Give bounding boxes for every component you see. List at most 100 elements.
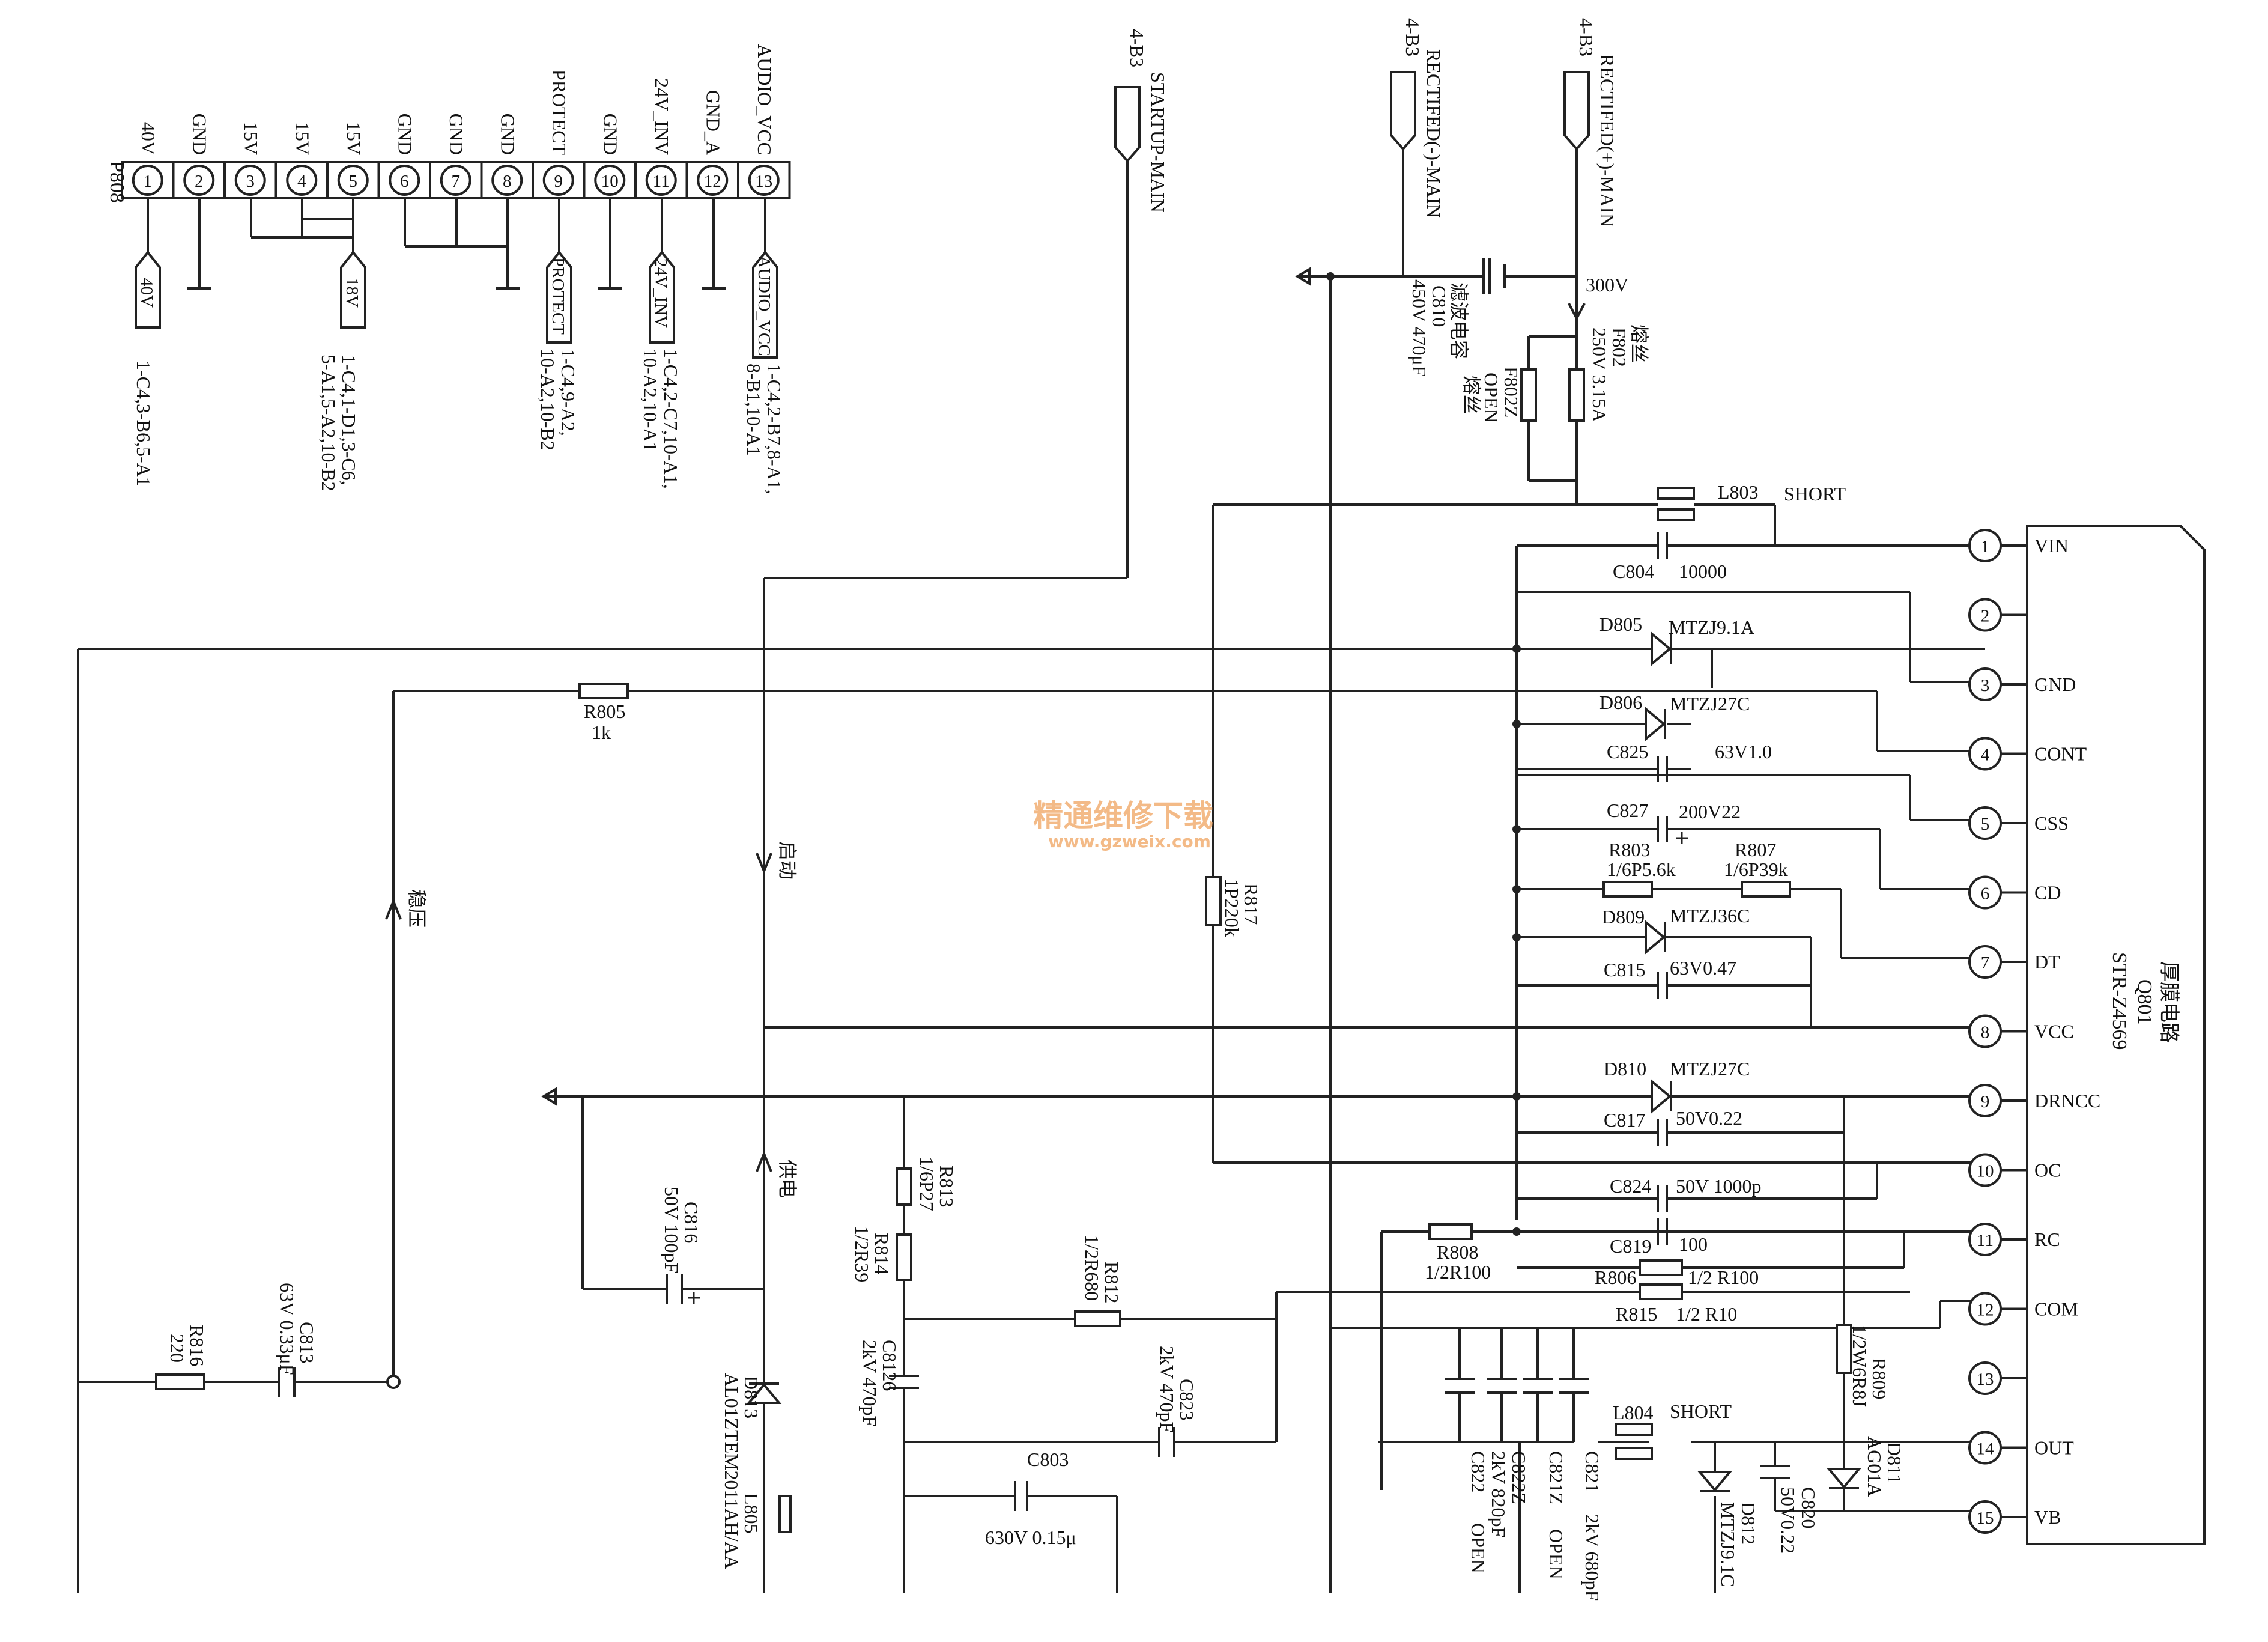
- tag-18v-refs: 1-C4,1-D1,3-C6,: [338, 354, 360, 485]
- component-symbols: [155, 272, 1862, 1533]
- ic-pin-number: 9: [1981, 1092, 1990, 1111]
- ic-pin-name: VCC: [2034, 1021, 2074, 1042]
- connector-pin-number: 5: [349, 172, 358, 191]
- ic-pin-circle: [1968, 598, 2002, 632]
- d806-ref: D806: [1599, 692, 1642, 713]
- wiring: [77, 149, 1985, 1593]
- d812-ref: D812: [1738, 1502, 1759, 1545]
- tag-24v-inv-refs2: 10-A2,10-A1: [640, 348, 661, 452]
- r816-value: 220: [166, 1334, 188, 1363]
- connector-pin-circle: [234, 165, 266, 196]
- connector-pin-number: 11: [653, 172, 670, 191]
- ic-pin-circle: [1968, 1223, 2002, 1256]
- watermark: 精通维修下载 www.gzweix.com: [1033, 798, 1213, 851]
- c815-value: 63V0.47: [1670, 957, 1736, 979]
- ic-pin-circle: [1968, 1361, 2002, 1395]
- ic-pin-circle: [1968, 806, 2002, 840]
- ic-pin-name: VIN: [2034, 535, 2069, 556]
- connector-pin-name: PROTECT: [548, 70, 570, 156]
- d813-ref: D813: [741, 1376, 762, 1419]
- connector-pin-circle: [542, 165, 574, 196]
- d810-ref: D810: [1604, 1058, 1646, 1080]
- note-startup: 启动: [777, 841, 798, 880]
- r817-ref: R817: [1240, 883, 1262, 925]
- connector-pin-name: GND: [497, 114, 518, 155]
- ic-q801-label: 厚膜电路 Q801 STR-Z4569: [2108, 952, 2180, 1050]
- r809-value: 1/2W6R8J: [1849, 1325, 1870, 1407]
- connector-pin-number: 8: [503, 172, 512, 191]
- connector-pin-number: 1: [144, 172, 153, 191]
- connector-pin-name: 24V_INV: [651, 78, 673, 155]
- connector-wiring: [147, 198, 766, 290]
- ic-pin-circle: [1968, 1084, 2002, 1117]
- input-rect-neg-name: RECTIFED(-)-MAIN: [1423, 49, 1445, 218]
- l803-ref: L803: [1718, 481, 1759, 503]
- watermark-url: www.gzweix.com: [1048, 832, 1211, 851]
- connector-pin-number: 4: [297, 172, 306, 191]
- tag-protect: PROTECT: [548, 257, 568, 335]
- connector-pin-number: 3: [246, 172, 255, 191]
- r803-ref: R803: [1609, 839, 1650, 860]
- c8126-ref: C8126: [879, 1340, 900, 1391]
- connector-pin-name: GND: [599, 114, 621, 155]
- input-rect-neg-grid: 4-B3: [1402, 18, 1424, 56]
- ic-pin-number: 4: [1981, 746, 1990, 765]
- c816-value: 50V 100pF: [661, 1187, 682, 1273]
- ic-pin-circle: [1968, 1431, 2002, 1465]
- input-tags: 4-B3 STARTUP-MAIN 4-B3 RECTIFED(-)-MAIN …: [1114, 18, 1618, 227]
- note-regulate: 稳压: [406, 889, 428, 928]
- connector-pin-name: 40V: [138, 122, 159, 155]
- c820-value: 50V0.22: [1777, 1487, 1799, 1554]
- connector-pin-name: GND: [189, 114, 210, 155]
- ic-pin-name: DRNCC: [2034, 1090, 2100, 1111]
- c815-ref: C815: [1604, 959, 1645, 981]
- ic-pin-circle: [1968, 1500, 2002, 1534]
- d811-ref: D811: [1884, 1442, 1905, 1484]
- connector-ref: P808: [106, 161, 128, 203]
- r808-ref: R808: [1437, 1241, 1478, 1263]
- r812-ref: R812: [1101, 1262, 1123, 1303]
- watermark-cn: 精通维修下载: [1033, 798, 1213, 833]
- ic-pin-name: CSS: [2034, 812, 2069, 834]
- input-startup-name: STARTUP-MAIN: [1147, 72, 1169, 213]
- l804-value: SHORT: [1670, 1400, 1732, 1422]
- ic-pin-name: CONT: [2034, 743, 2087, 765]
- tag-audio-vcc: AUDIO_VCC: [754, 255, 774, 356]
- r803-value: 1/6P5.6k: [1607, 859, 1676, 880]
- c822-ref: C822: [1467, 1451, 1489, 1492]
- ic-pin-number: 13: [1977, 1370, 1994, 1389]
- ic-pin-number: 14: [1977, 1440, 1995, 1459]
- c803-ref: C803: [1027, 1449, 1069, 1470]
- c824-ref: C824: [1610, 1175, 1651, 1197]
- connector-pin-name: 15V: [343, 122, 365, 155]
- connector-pin-circle: [286, 165, 318, 196]
- ic-pin-name: RC: [2034, 1229, 2060, 1250]
- c819-ref: C819: [1610, 1235, 1651, 1257]
- ic-pin-name: OUT: [2034, 1437, 2074, 1459]
- c822-value: OPEN: [1467, 1523, 1489, 1574]
- ic-pin-number: 3: [1981, 676, 1990, 695]
- connector-pin-circle: [440, 165, 471, 196]
- connector-pin-circle: [697, 165, 729, 196]
- r817-value: 1P220k: [1221, 878, 1243, 937]
- connector-pin-number: 2: [195, 172, 204, 191]
- c823-value: 2kV 470pF: [1156, 1346, 1178, 1432]
- tag-18v: 18V: [342, 278, 362, 308]
- input-rect-pos-grid: 4-B3: [1575, 18, 1597, 56]
- ic-pin-circle: [1968, 945, 2002, 979]
- tag-protect-refs: 1-C4,9-A2,: [557, 348, 579, 436]
- connector-pin-number: 6: [400, 172, 409, 191]
- c821z-value: OPEN: [1545, 1529, 1567, 1580]
- note-supply: 供电: [777, 1160, 798, 1198]
- connector-pin-circle: [491, 165, 523, 196]
- ic-pin-circle: [1968, 875, 2002, 910]
- r806-value: 1/2 R100: [1688, 1266, 1759, 1288]
- connector-pin-circle: [132, 165, 163, 196]
- ic-title: 厚膜电路: [2157, 961, 2180, 1043]
- c804-ref: C804: [1613, 561, 1654, 582]
- ic-q801-body: [2026, 525, 2206, 1545]
- input-rect-pos-name: RECTIFED(+)-MAIN: [1596, 54, 1618, 227]
- c821-value: 2kV 680pF: [1581, 1514, 1603, 1601]
- r807-value: 1/6P39k: [1724, 859, 1788, 880]
